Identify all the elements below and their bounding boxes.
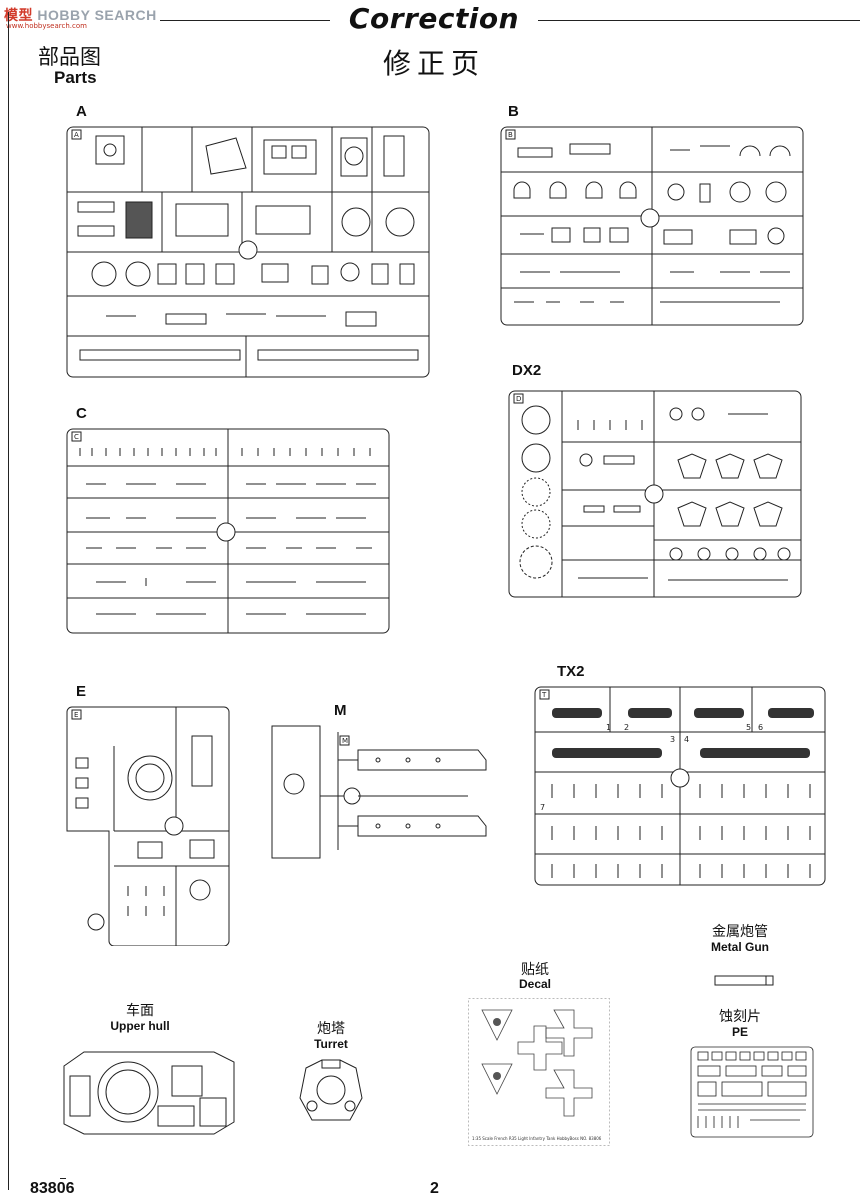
- sprue-b-frame: B: [500, 126, 804, 326]
- tx2-part-4: 4: [684, 735, 689, 744]
- sprue-e-frame: E: [66, 706, 230, 946]
- footer-tick: [60, 1178, 66, 1179]
- sprue-label-e: E: [76, 683, 87, 700]
- sprue-label-m: M: [334, 702, 347, 719]
- metal-gun-drawing: [714, 975, 776, 987]
- sprue-dx2-frame: D: [508, 390, 802, 598]
- decal-sheet: 1:35 Scale French R35 Light Infantry Tan…: [468, 998, 610, 1146]
- turret-drawing: [298, 1058, 364, 1124]
- sprue-a-tag: A: [74, 131, 79, 139]
- watermark-logo-text: 模型: [4, 7, 33, 23]
- parts-heading: Parts: [54, 68, 97, 87]
- metal-gun-label: Metal Gun: [710, 940, 769, 954]
- tx2-part-1: 1: [606, 723, 611, 732]
- sprue-tx2-frame: T 1 2 3 4 5 6 7: [534, 686, 826, 886]
- tx2-part-6: 6: [758, 723, 763, 732]
- decal-label: Decal: [518, 977, 552, 991]
- title-rule-left: [160, 20, 330, 21]
- sprue-m-frame: M: [268, 720, 498, 864]
- sprue-tx2-tag: T: [541, 691, 547, 699]
- left-frame-line: [8, 12, 9, 1190]
- turret-chinese: 炮塔: [317, 1021, 345, 1037]
- watermark-url: www.hobbysearch.com: [6, 22, 87, 30]
- title-rule-right: [538, 20, 860, 21]
- pe-label: PE: [731, 1025, 748, 1039]
- sprue-c-tag: C: [74, 433, 79, 441]
- sprue-dx2-tag: D: [516, 395, 521, 403]
- turret-label: Turret: [314, 1037, 348, 1051]
- tx2-part-7: 7: [540, 803, 545, 812]
- sprue-m-tag: M: [342, 737, 348, 745]
- sprue-label-dx2: DX2: [512, 362, 542, 379]
- page-title: Correction: [348, 2, 520, 35]
- decal-chinese: 贴纸: [521, 962, 549, 978]
- tx2-part-3: 3: [670, 735, 675, 744]
- sprue-a-frame: A: [66, 126, 430, 378]
- sprue-e-tag: E: [74, 711, 78, 719]
- watermark-brand: HOBBY SEARCH: [37, 7, 157, 23]
- sprue-label-b: B: [508, 103, 519, 120]
- sprue-b-tag: B: [508, 131, 513, 139]
- parts-heading-chinese: 部品图: [38, 45, 101, 69]
- sprue-c-frame: C: [66, 428, 390, 634]
- tx2-part-2: 2: [624, 723, 629, 732]
- page-title-chinese: 修正页: [382, 47, 485, 80]
- pe-chinese: 蚀刻片: [719, 1009, 761, 1025]
- sprue-label-tx2: TX2: [557, 663, 585, 680]
- pe-fret-drawing: [690, 1046, 814, 1138]
- sprue-label-c: C: [76, 405, 87, 422]
- metal-gun-chinese: 金属炮管: [712, 924, 768, 940]
- upper-hull-drawing: [62, 1046, 242, 1142]
- watermark-logo: 模型 HOBBY SEARCH: [4, 5, 157, 25]
- model-number: 83806: [30, 1180, 75, 1197]
- tx2-part-5: 5: [746, 723, 751, 732]
- decal-footer: 1:35 Scale French R35 Light Infantry Tan…: [472, 1136, 602, 1141]
- page-number: 2: [430, 1180, 439, 1197]
- upper-hull-chinese: 车面: [126, 1003, 154, 1019]
- upper-hull-label: Upper hull: [110, 1019, 170, 1033]
- sprue-label-a: A: [76, 103, 87, 120]
